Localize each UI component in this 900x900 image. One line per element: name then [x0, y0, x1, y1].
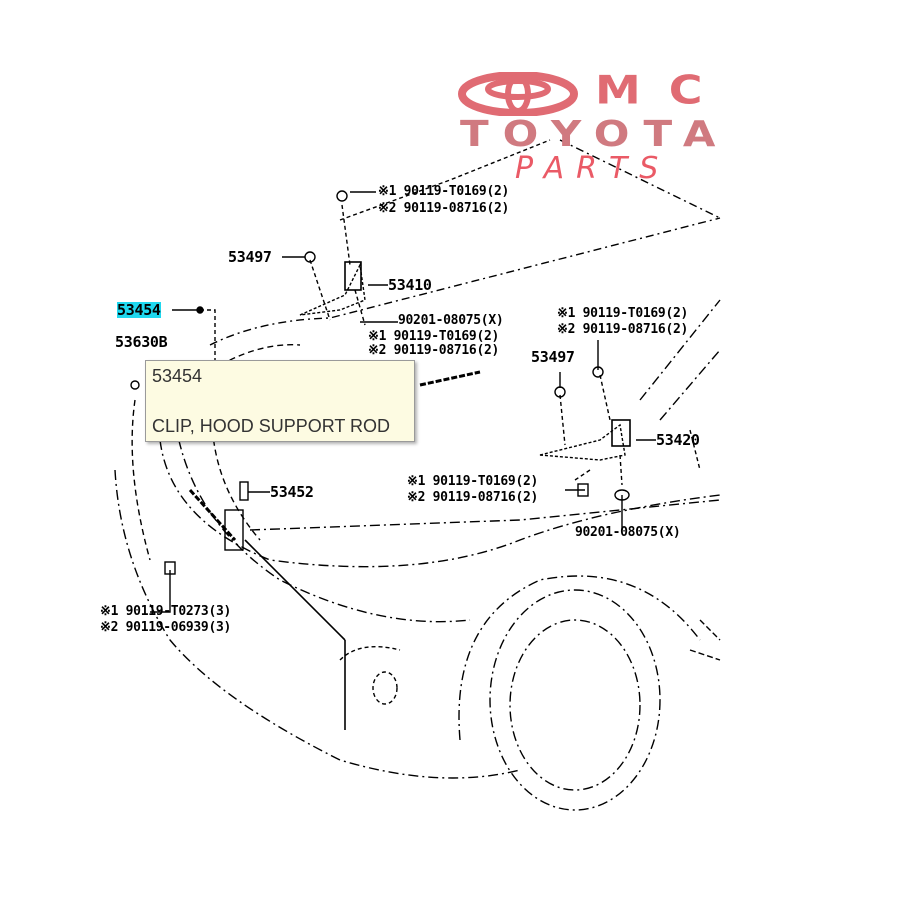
label-53452[interactable]: 53452: [270, 483, 314, 501]
logo-toyota: TOYOTA: [460, 112, 730, 155]
tooltip-description: CLIP, HOOD SUPPORT ROD: [152, 416, 391, 436]
label-53420[interactable]: 53420: [656, 431, 700, 449]
label-nut-left[interactable]: 90201-08075(X): [398, 313, 504, 328]
label-53497-left[interactable]: 53497: [228, 248, 272, 266]
label-53630b[interactable]: 53630B: [115, 333, 168, 351]
part-tooltip: 53454 CLIP, HOOD SUPPORT ROD: [145, 360, 415, 442]
label-bolt-bottom-1[interactable]: ※1 90119-T0273(3): [100, 604, 232, 619]
label-53454-highlighted[interactable]: 53454: [117, 301, 161, 319]
label-bolt-mid-left-2[interactable]: ※2 90119-08716(2): [368, 343, 500, 358]
label-bolt-bottom-2[interactable]: ※2 90119-06939(3): [100, 620, 232, 635]
label-bolt-mid-left-1[interactable]: ※1 90119-T0169(2): [368, 329, 500, 344]
label-bolt-top-1[interactable]: ※1 90119-T0169(2): [378, 184, 510, 199]
label-53410[interactable]: 53410: [388, 276, 432, 294]
label-bolt-right-top-1[interactable]: ※1 90119-T0169(2): [557, 306, 689, 321]
label-53497-right[interactable]: 53497: [531, 348, 575, 366]
label-nut-right[interactable]: 90201-08075(X): [575, 525, 681, 540]
logo-omc: MC: [595, 67, 731, 113]
label-bolt-right-low-2[interactable]: ※2 90119-08716(2): [407, 490, 539, 505]
label-bolt-top-2[interactable]: ※2 90119-08716(2): [378, 201, 510, 216]
logo-parts: PARTS: [515, 151, 671, 186]
toyota-emblem-icon: [458, 72, 578, 116]
tooltip-part-number: 53454: [152, 366, 203, 386]
label-bolt-right-top-2[interactable]: ※2 90119-08716(2): [557, 322, 689, 337]
label-bolt-right-low-1[interactable]: ※1 90119-T0169(2): [407, 474, 539, 489]
